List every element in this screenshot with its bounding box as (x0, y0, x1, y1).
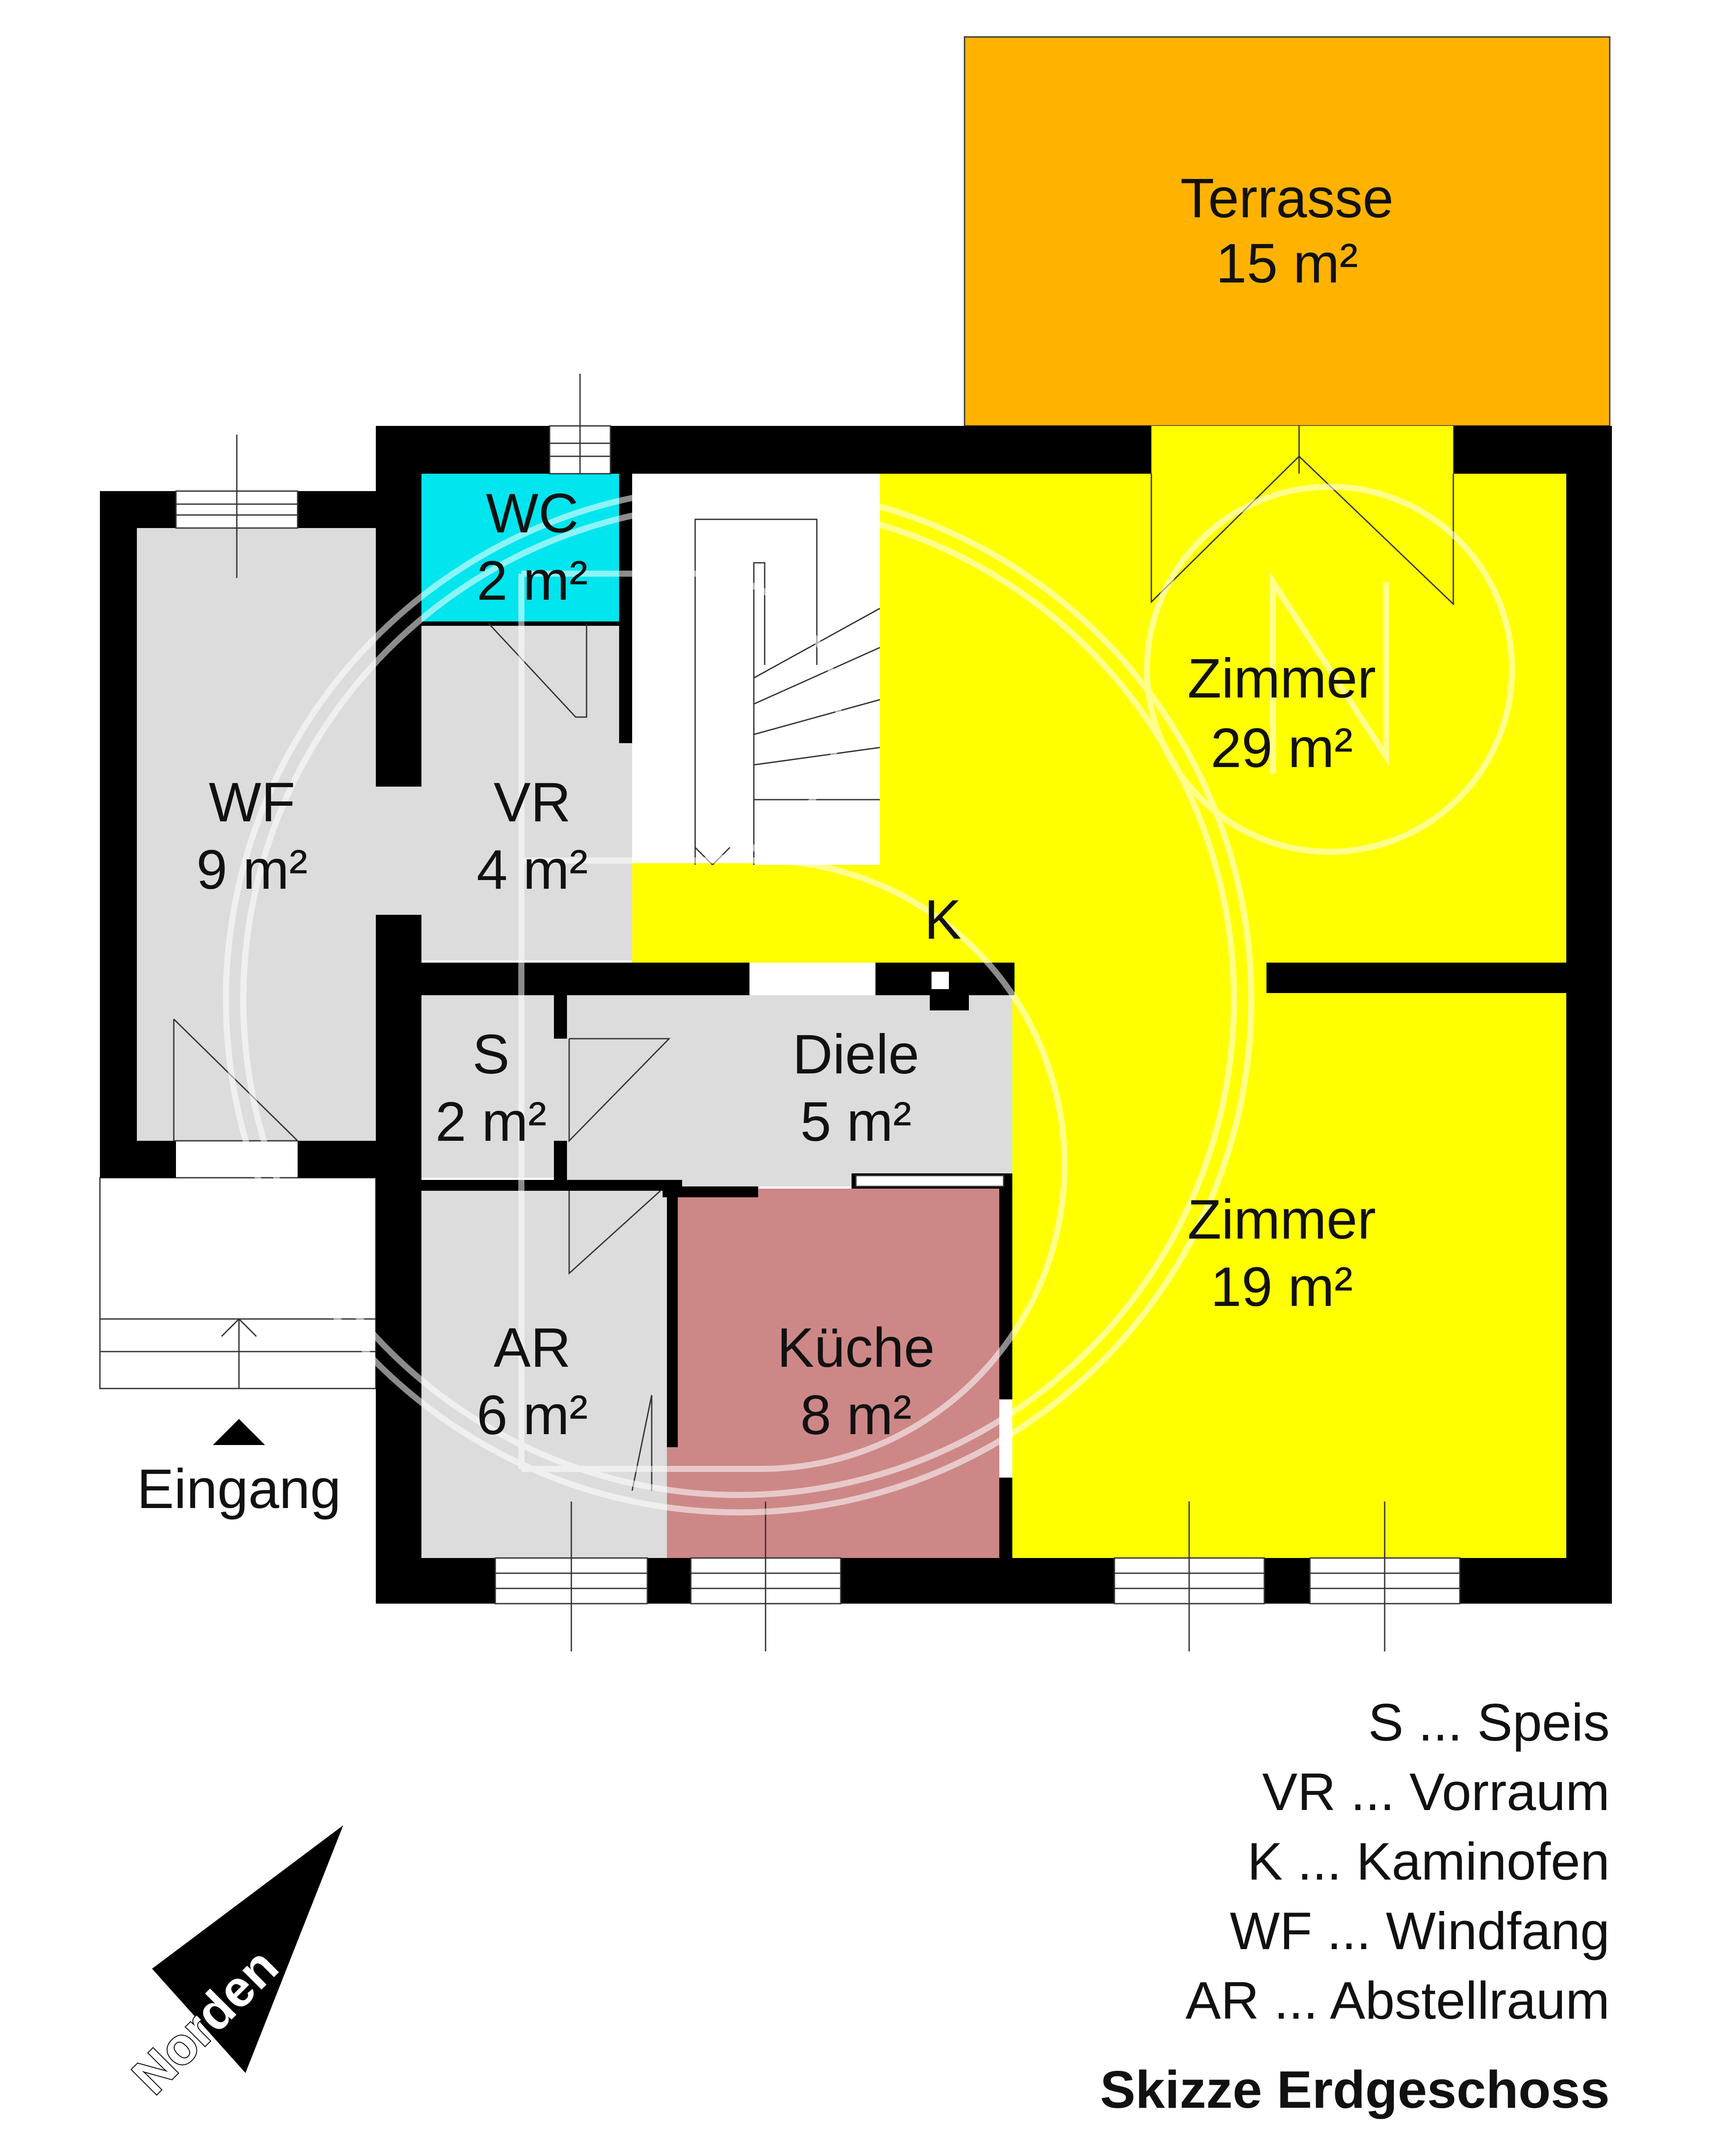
room-name-s: S (472, 1023, 509, 1086)
kaminofen-label: K (924, 889, 961, 951)
room-name-vr: VR (494, 771, 571, 834)
room-area-diele: 5 m² (800, 1091, 912, 1153)
windows (175, 374, 1461, 1651)
watermark-logo (223, 484, 1515, 1515)
legend-item: WF ... Windfang (1230, 1901, 1610, 1960)
room-name-zimmer-bottom: Zimmer (1187, 1189, 1376, 1251)
door-swings (173, 426, 1454, 1491)
legend-item: AR ... Abstellraum (1186, 1971, 1610, 2030)
north-arrow: Norden (121, 1825, 343, 2106)
legend-item: VR ... Vorraum (1262, 1762, 1610, 1821)
room-name-wf: WF (209, 771, 295, 834)
room-area-wf: 9 m² (196, 839, 308, 901)
room-name-ar: AR (494, 1317, 571, 1379)
terrace-area (964, 36, 1611, 427)
room-name-wc: WC (486, 482, 578, 545)
north-arrow-icon (152, 1825, 343, 2073)
room-name-diele: Diele (792, 1023, 919, 1086)
entrance-arrow-icon (213, 1419, 265, 1445)
room-area-zimmer-bottom: 19 m² (1210, 1256, 1353, 1318)
room-area-kueche: 8 m² (800, 1384, 912, 1446)
legend-item: S ... Speis (1368, 1693, 1610, 1752)
room-area-s: 2 m² (435, 1091, 547, 1153)
room-name-zimmer-top: Zimmer (1187, 648, 1376, 710)
legend-item: K ... Kaminofen (1247, 1832, 1610, 1891)
living-area (632, 472, 1566, 1558)
plan-title: Skizze Erdgeschoss (1100, 2060, 1610, 2119)
diele-area (554, 995, 1012, 1186)
vorraum-area (421, 624, 632, 960)
room-name-terrasse: Terrasse (1180, 167, 1394, 229)
entrance-label: Eingang (137, 1458, 341, 1520)
kaminofen-icon (928, 968, 952, 993)
room-area-ar: 6 m² (477, 1384, 588, 1446)
room-area-wc: 2 m² (477, 550, 588, 612)
room-area-terrasse: 15 m² (1216, 233, 1358, 295)
speis-area (421, 995, 554, 1178)
staircase (632, 472, 880, 863)
room-name-kueche: Küche (777, 1317, 935, 1379)
abstellraum-area (421, 1186, 667, 1558)
room-area-zimmer-top: 29 m² (1210, 717, 1353, 779)
room-area-vr: 4 m² (477, 839, 588, 901)
